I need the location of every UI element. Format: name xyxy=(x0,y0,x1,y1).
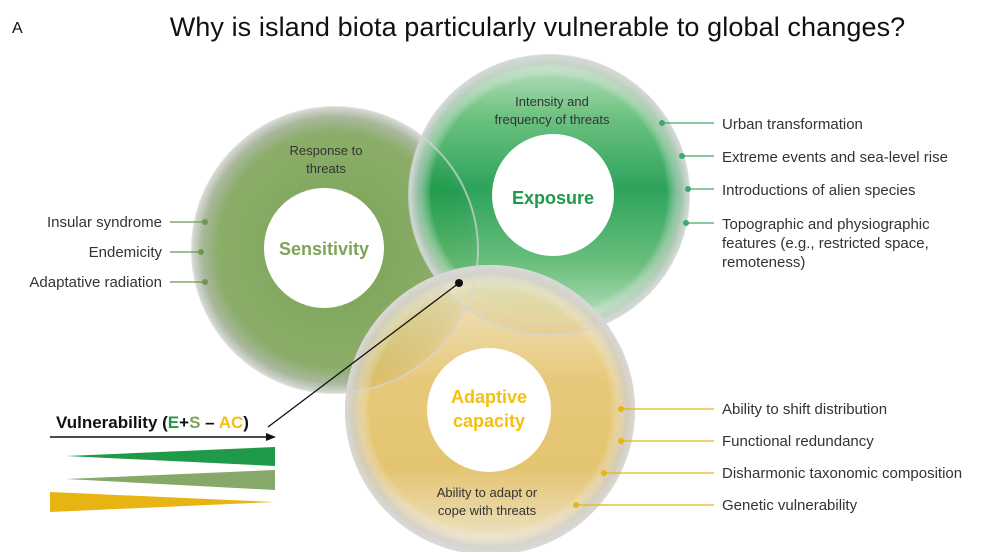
connector-dot xyxy=(679,153,685,159)
text-line: remoteness) xyxy=(722,254,805,271)
text-line: Adaptative radiation xyxy=(29,274,162,291)
exposure-driver-label: Topographic and physiographic features (e… xyxy=(722,216,930,271)
vulnerability-plus: + xyxy=(179,413,189,432)
text-line: capacity xyxy=(453,411,525,431)
exposure-caption: Intensity and frequency of threats xyxy=(495,94,610,127)
connector-dot xyxy=(618,438,624,444)
text-line: features (e.g., restricted space, xyxy=(722,235,929,252)
text-line: Response to xyxy=(290,143,363,158)
vulnerability-arrowhead xyxy=(266,433,276,441)
adaptive-capacity-label: Adaptive capacity xyxy=(451,387,527,431)
exposure-driver-label: Introductions of alien species xyxy=(722,182,915,199)
connector-dot xyxy=(601,470,607,476)
text-line: Endemicity xyxy=(89,244,163,261)
text-line: Intensity and xyxy=(515,94,589,109)
exposure-driver-label: Urban transformation xyxy=(722,116,863,133)
exposure-wedge xyxy=(66,447,275,466)
vulnerability-pointer-line xyxy=(267,282,460,428)
vulnerability-prefix: Vulnerability ( xyxy=(56,413,168,432)
adaptive-capacity-driver-label: Functional redundancy xyxy=(722,433,874,450)
text-line: Insular syndrome xyxy=(47,214,162,231)
connector-dot xyxy=(202,219,208,225)
text-line: Functional redundancy xyxy=(722,433,874,450)
sensitivity-caption: Response to threats xyxy=(290,143,363,176)
adaptive-capacity-core xyxy=(427,348,551,472)
vulnerability-e: E xyxy=(168,413,179,432)
sensitivity-core xyxy=(264,188,384,308)
adaptive-capacity-driver-label: Genetic vulnerability xyxy=(722,497,858,514)
adaptive-capacity-caption: Ability to adapt or cope with threats xyxy=(437,485,538,518)
connector-dot xyxy=(573,502,579,508)
sensitivity-driver-label: Endemicity xyxy=(89,244,163,261)
text-line: Extreme events and sea-level rise xyxy=(722,149,948,166)
text-line: Genetic vulnerability xyxy=(722,497,858,514)
adaptive-capacity-driver-label: Ability to shift distribution xyxy=(722,401,887,418)
sensitivity-driver-label: Insular syndrome xyxy=(47,214,162,231)
text-line: Urban transformation xyxy=(722,116,863,133)
vulnerability-formula: Vulnerability (E+S – AC) xyxy=(56,413,249,432)
text-line: Ability to shift distribution xyxy=(722,401,887,418)
text-line: Introductions of alien species xyxy=(722,182,915,199)
panel-letter: A xyxy=(12,20,23,37)
connector-dot xyxy=(685,186,691,192)
adaptive-capacity-driver-label: Disharmonic taxonomic composition xyxy=(722,465,962,482)
connector-dot xyxy=(683,220,689,226)
exposure-driver-label: Extreme events and sea-level rise xyxy=(722,149,948,166)
connector-dot xyxy=(618,406,624,412)
vulnerability-pointer-dot xyxy=(455,279,463,287)
text-line: Topographic and physiographic xyxy=(722,216,930,233)
text-line: Ability to adapt or xyxy=(437,485,538,500)
adaptive-capacity-wedge xyxy=(50,492,275,512)
exposure-label: Exposure xyxy=(512,188,594,208)
vulnerability-ac: AC xyxy=(219,413,244,432)
text-line: cope with threats xyxy=(438,503,537,518)
adaptive-capacity-drivers: Ability to shift distributionFunctional … xyxy=(573,401,962,514)
connector-dot xyxy=(198,249,204,255)
text-line: Adaptive xyxy=(451,387,527,407)
exposure-core xyxy=(492,134,614,256)
connector-dot xyxy=(659,120,665,126)
vulnerability-suffix: ) xyxy=(243,413,249,432)
sensitivity-driver-label: Adaptative radiation xyxy=(29,274,162,291)
vulnerability-minus: – xyxy=(200,413,218,432)
text-line: frequency of threats xyxy=(495,112,610,127)
vulnerability-s: S xyxy=(189,413,200,432)
text-line: threats xyxy=(306,161,346,176)
sensitivity-wedge xyxy=(66,470,275,490)
connector-dot xyxy=(202,279,208,285)
page-title: Why is island biota particularly vulnera… xyxy=(169,12,906,42)
text-line: Disharmonic taxonomic composition xyxy=(722,465,962,482)
sensitivity-label: Sensitivity xyxy=(279,239,369,259)
